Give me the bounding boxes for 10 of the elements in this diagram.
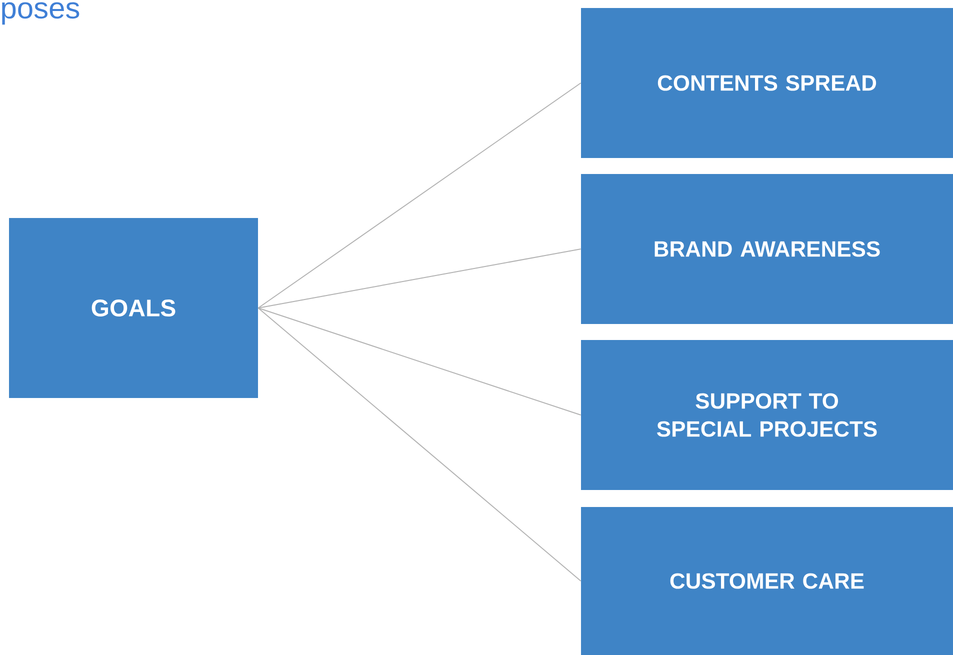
title: poses <box>2 2 80 25</box>
process-box: CUSTOMER CARE <box>581 507 953 655</box>
process-box: CONTENTS SPREAD <box>581 8 953 158</box>
process-box: BRAND AWARENESS <box>581 174 953 324</box>
connector-line <box>258 308 582 416</box>
connector-line <box>258 248 582 308</box>
process-box: GOALS <box>9 218 258 398</box>
process-box: SUPPORT TO SPECIAL PROJECTS <box>581 340 953 490</box>
connector-line <box>258 308 582 582</box>
connector-line <box>258 82 582 308</box>
